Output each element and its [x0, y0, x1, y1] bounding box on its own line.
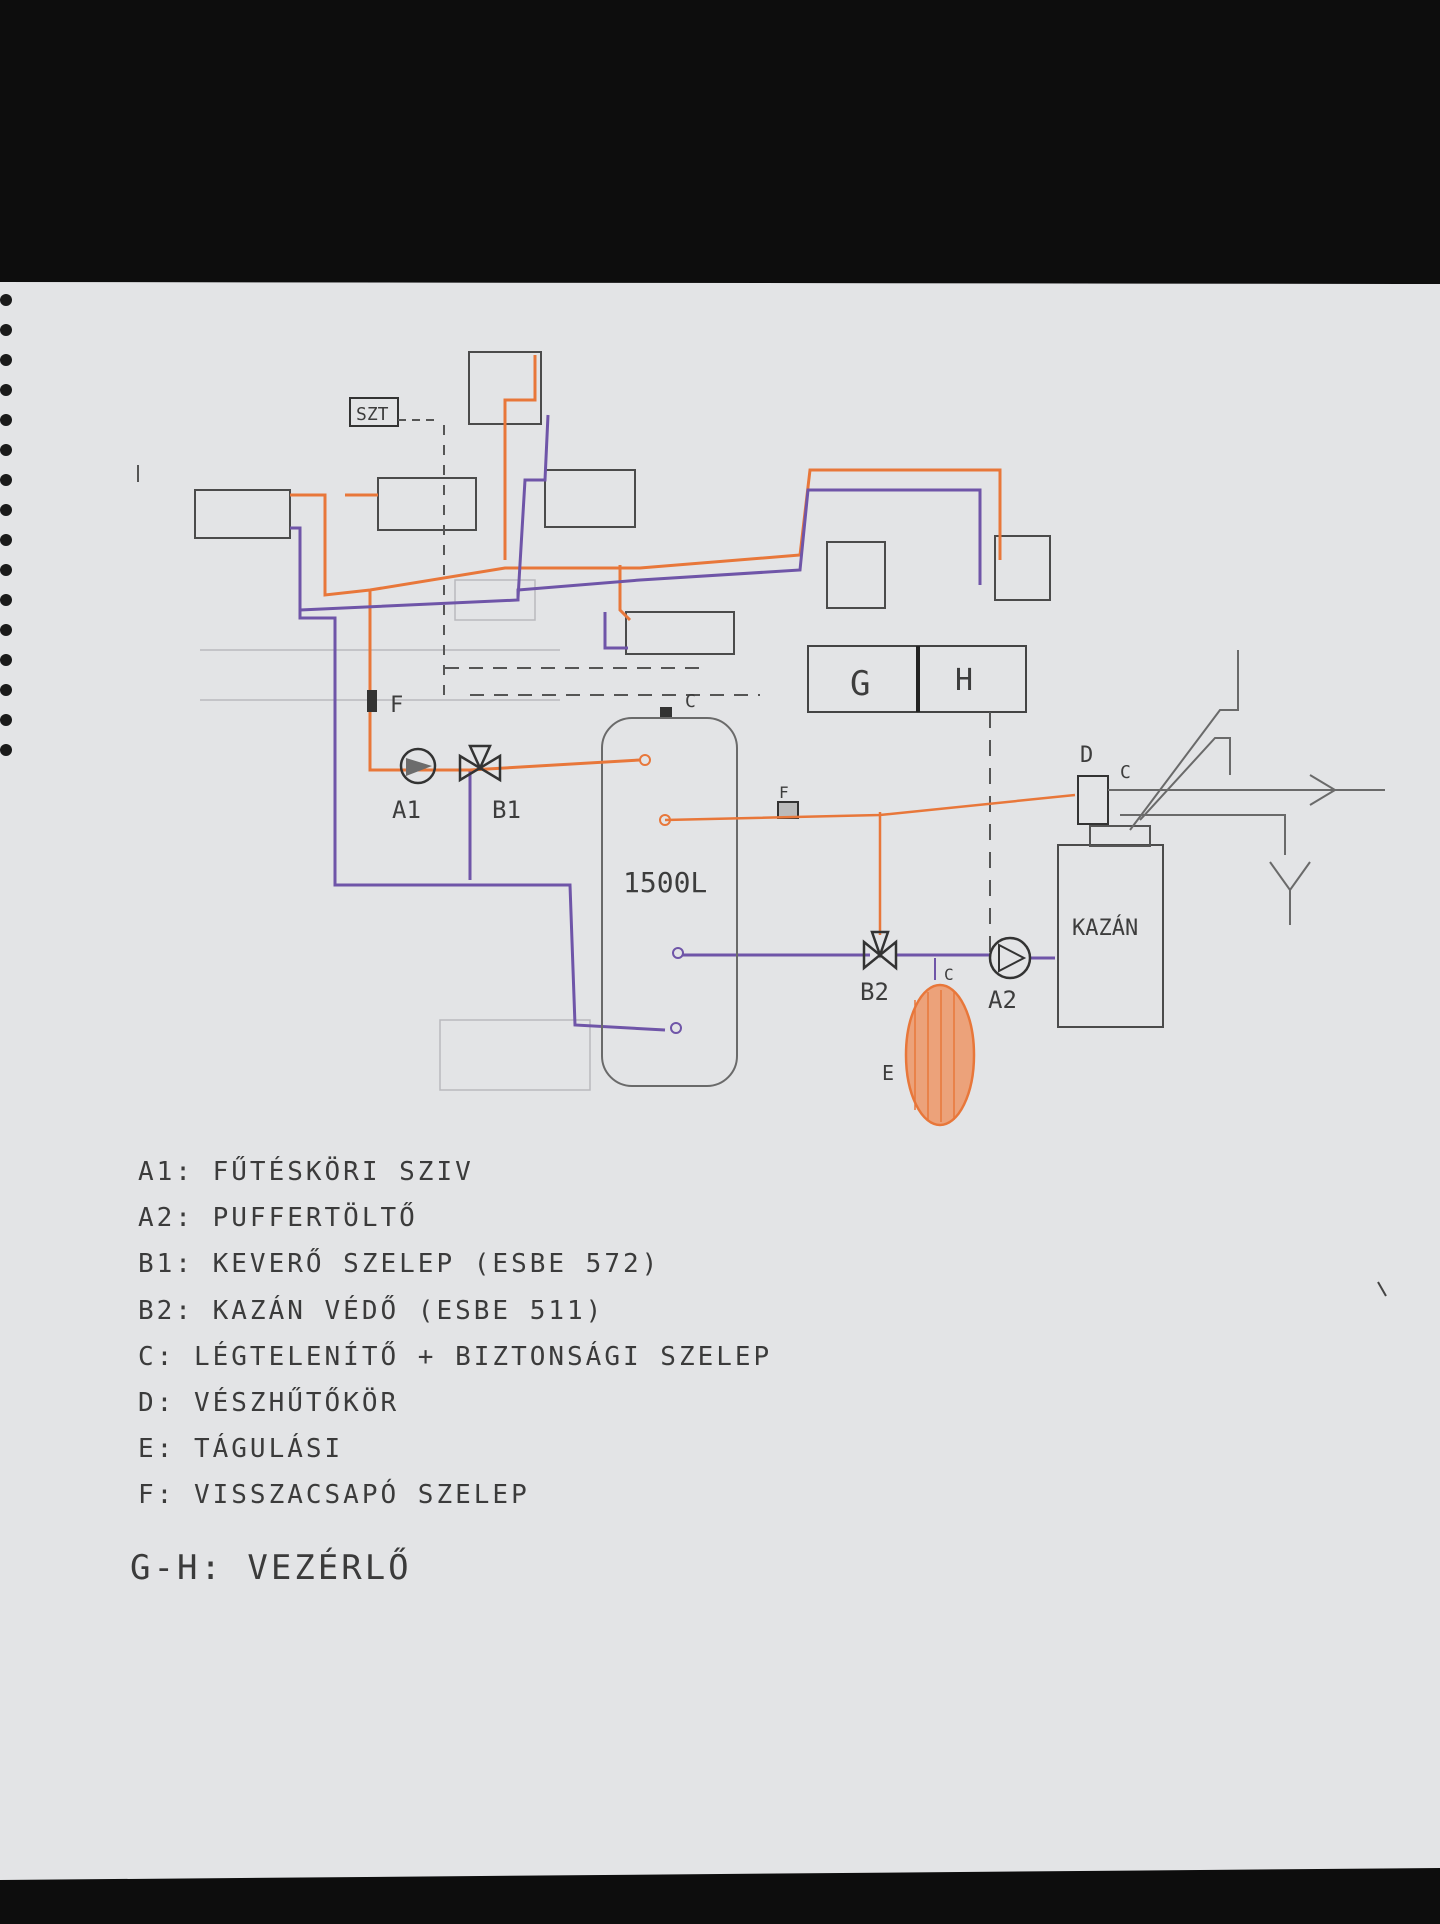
boiler-c-label: C — [1120, 762, 1131, 783]
check-valve-f-mid-icon — [777, 801, 799, 819]
check-valve-f-left-icon — [367, 690, 377, 712]
faint-erased-lines — [200, 579, 591, 1091]
legend-line-b1: B1: KEVERŐ SZELEP (ESBE 572) — [138, 1249, 661, 1279]
hot-supply-pipes — [290, 355, 1002, 772]
radiator-left-1 — [194, 489, 291, 539]
buffer-tank — [601, 717, 738, 1087]
legend-line-c: C: LÉGTELENÍTŐ + BIZTONSÁGI SZELEP — [138, 1342, 773, 1372]
szt-label: SZT — [356, 404, 389, 425]
radiator-right-1 — [826, 541, 886, 609]
boiler-outlet-lines — [1108, 650, 1385, 925]
legend-line-f: F: VISSZACSAPÓ SZELEP — [138, 1480, 530, 1510]
pump-a2-label: A2 — [988, 986, 1017, 1014]
expansion-vessel — [904, 983, 976, 1127]
valve-b2-label: B2 — [860, 978, 889, 1006]
expansion-c-label: C — [944, 965, 954, 984]
check-valve-f-mid-label: F — [779, 783, 789, 802]
valve-b1-icon — [458, 744, 502, 783]
pump-a2-icon — [988, 936, 1032, 980]
pump-a1-icon — [399, 747, 437, 785]
controller-h-label: H — [955, 663, 973, 698]
legend-line-e: E: TÁGULÁSI — [138, 1434, 344, 1464]
radiator-left-2 — [377, 477, 477, 531]
label-d: D — [1080, 743, 1093, 768]
legend-line-d: D: VÉSZHŰTŐKÖR — [138, 1388, 400, 1418]
expansion-e-label: E — [882, 1061, 894, 1085]
valve-b2-icon — [862, 930, 898, 971]
radiator-mid — [544, 469, 636, 528]
radiator-right-2 — [994, 535, 1051, 601]
radiator-lower — [625, 611, 735, 655]
szt-box — [349, 397, 399, 427]
paper-sheet — [0, 282, 1440, 1880]
legend-line-b2: B2: KAZÁN VÉDŐ (ESBE 511) — [138, 1296, 605, 1326]
legend-line-a1: A1: FŰTÉSKÖRI SZIV — [138, 1157, 474, 1187]
valve-b1-label: B1 — [492, 796, 521, 824]
spiral-binding — [0, 294, 12, 756]
return-pipes — [290, 414, 1055, 1032]
radiator-boxes — [194, 351, 1051, 655]
boiler-label: KAZÁN — [1072, 915, 1138, 941]
check-valve-f-left-label: F — [390, 693, 403, 718]
legend-line-a2: A2: PUFFERTÖLTŐ — [138, 1203, 418, 1233]
tank-c-label: C — [685, 691, 696, 712]
legend-line-gh: G-H: VEZÉRLŐ — [130, 1548, 412, 1588]
buffer-tank-label: 1500L — [623, 866, 707, 899]
a1-b1-pipe — [405, 758, 641, 772]
pump-a1-label: A1 — [392, 796, 421, 824]
dashed-floor-lines — [445, 667, 760, 696]
emergency-cooling-d — [1077, 775, 1109, 825]
controller-g-label: G — [850, 664, 870, 704]
